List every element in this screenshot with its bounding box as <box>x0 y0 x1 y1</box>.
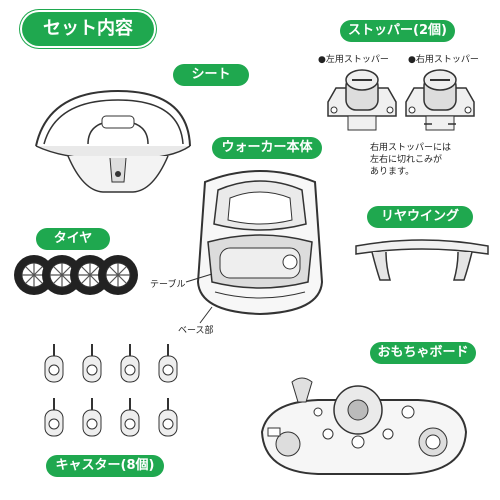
rear-wing-illustration <box>355 239 489 281</box>
stopper-note-line-3: あります。 <box>370 167 415 177</box>
stopper-right-label: ●右用ストッパー <box>408 55 479 65</box>
page-title: セット内容 <box>22 12 154 46</box>
caster-7 <box>120 398 140 437</box>
section-label-stopper: ストッパー(2個) <box>340 20 455 42</box>
stopper-left-illustration <box>327 69 397 131</box>
walker-body-illustration <box>196 170 324 316</box>
walker-table-leader <box>185 273 213 283</box>
seat-illustration <box>35 89 191 193</box>
stopper-note: 右用ストッパーには 左右に切れこみが あります。 <box>370 142 451 178</box>
section-label-tire: タイヤ <box>36 228 110 250</box>
toy-board-illustration <box>260 377 468 475</box>
section-label-toy-board: おもちゃボード <box>370 342 476 364</box>
section-label-rear-wing: リヤウイング <box>367 206 473 228</box>
tire-2 <box>42 255 82 295</box>
caster-5 <box>44 398 64 437</box>
section-label-caster: キャスター(8個) <box>46 455 164 477</box>
tire-3 <box>70 255 110 295</box>
stopper-note-line-2: 左右に切れこみが <box>370 155 443 165</box>
casters-illustration <box>44 344 178 437</box>
caster-3 <box>120 344 140 383</box>
section-label-seat: シート <box>173 64 249 86</box>
caster-1 <box>44 344 64 383</box>
walker-base-label: ベース部 <box>178 326 214 336</box>
caster-8 <box>158 398 178 437</box>
caster-2 <box>82 344 102 383</box>
section-label-walker: ウォーカー本体 <box>212 137 322 159</box>
tires-illustration <box>14 255 138 295</box>
walker-table-label: テーブル <box>150 280 186 290</box>
stopper-note-line-1: 右用ストッパーには <box>370 143 452 153</box>
caster-4 <box>158 344 178 383</box>
stopper-left-label: ●左用ストッパー <box>318 55 389 65</box>
tire-4 <box>98 255 138 295</box>
tire-1 <box>14 255 54 295</box>
stopper-right-illustration <box>405 69 475 131</box>
walker-base-leader <box>199 306 213 324</box>
caster-6 <box>82 398 102 437</box>
